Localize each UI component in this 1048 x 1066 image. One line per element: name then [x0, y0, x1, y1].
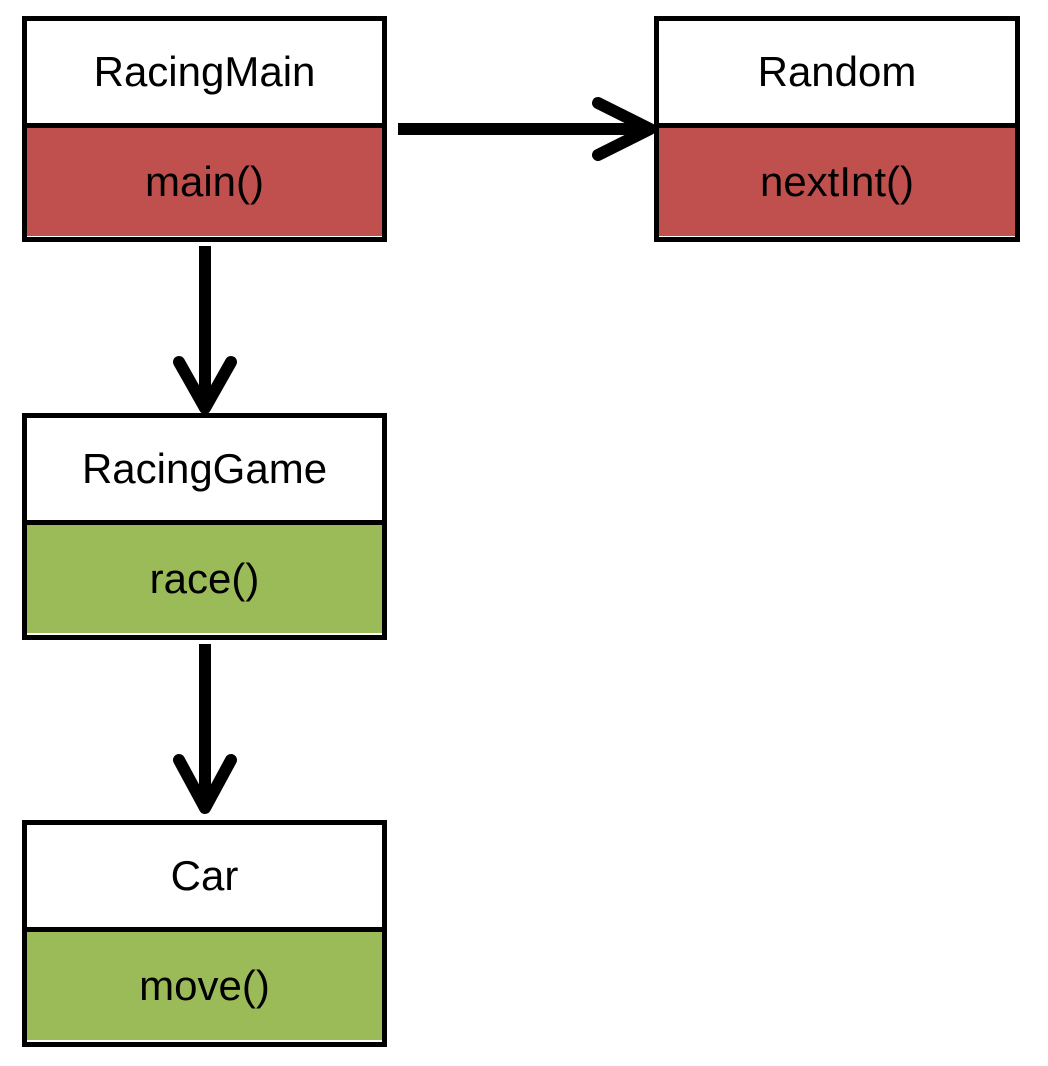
method-move: move(): [27, 932, 382, 1040]
arrow-racingmain-to-random: [398, 97, 656, 161]
class-box-random: Random nextInt(): [654, 16, 1020, 242]
class-box-racingmain: RacingMain main(): [22, 16, 387, 242]
arrowhead-car: [173, 754, 237, 814]
method-main: main(): [27, 128, 382, 236]
class-name-random: Random: [659, 21, 1015, 128]
class-box-racinggame: RacingGame race(): [22, 413, 387, 640]
arrow-racinggame-to-car: [173, 644, 237, 814]
class-name-racinggame: RacingGame: [27, 418, 382, 525]
class-box-car: Car move(): [22, 820, 387, 1047]
method-nextint: nextInt(): [659, 128, 1015, 236]
class-name-racingmain: RacingMain: [27, 21, 382, 128]
class-name-car: Car: [27, 825, 382, 932]
arrow-racingmain-to-racinggame: [173, 246, 237, 414]
arrowhead-racinggame: [173, 356, 237, 414]
arrowhead-random: [592, 97, 656, 161]
method-race: race(): [27, 525, 382, 633]
